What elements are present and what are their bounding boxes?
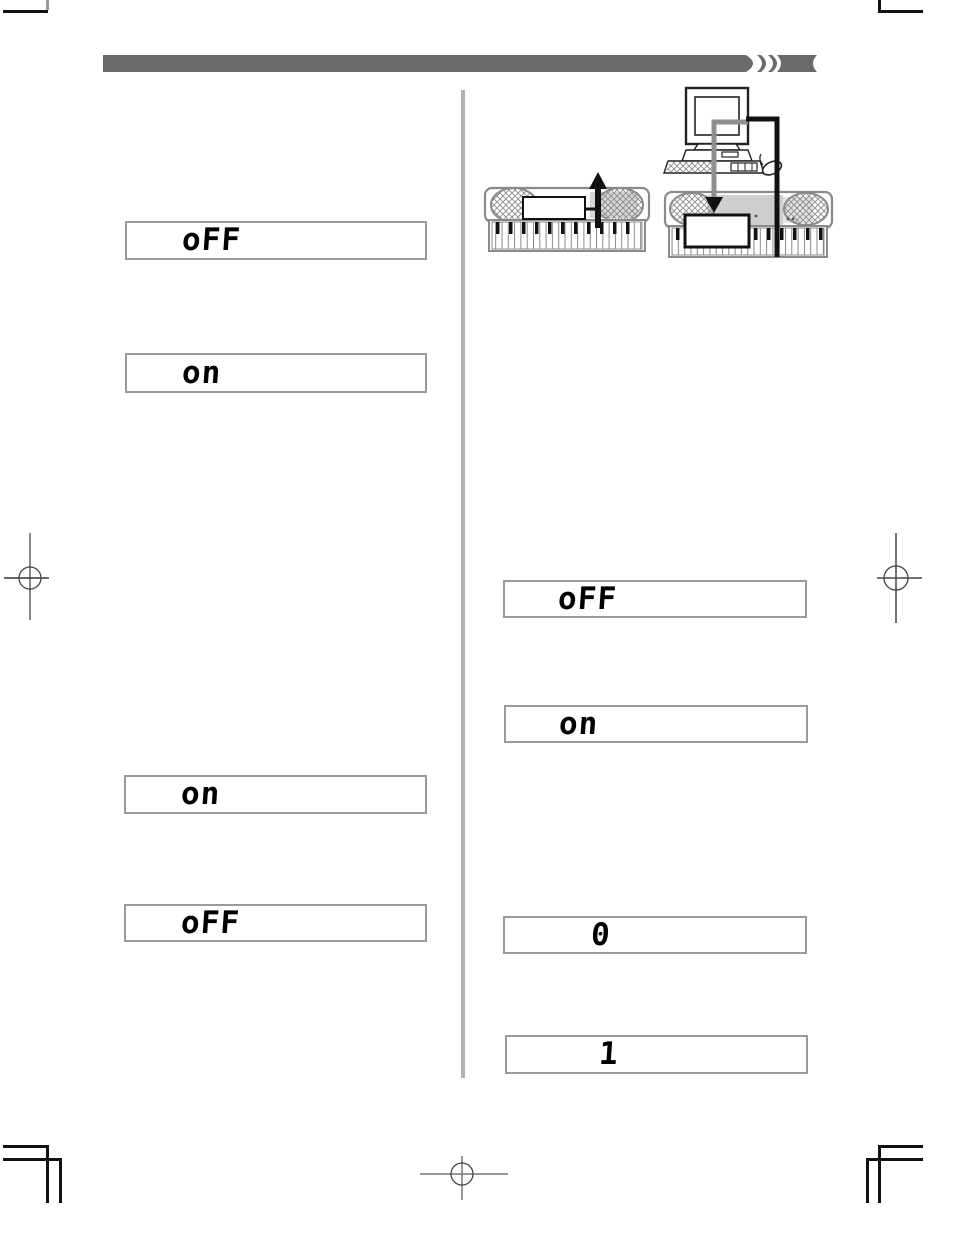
lcd-display: 0 bbox=[503, 916, 807, 954]
gray-cable-icon bbox=[705, 119, 748, 213]
lcd-value: on bbox=[179, 776, 222, 812]
header-bar bbox=[103, 55, 753, 72]
down-arrow-icon bbox=[705, 197, 723, 213]
crop-mark-bottom-right-h2 bbox=[866, 1158, 923, 1161]
registration-target-bottom bbox=[420, 1156, 508, 1200]
lcd-display: on bbox=[504, 705, 808, 743]
section-header-bar bbox=[103, 55, 817, 72]
column-divider bbox=[461, 90, 465, 1078]
keyboard-receive-icon bbox=[663, 190, 834, 258]
lcd-value: on bbox=[557, 705, 600, 742]
black-cable-icon bbox=[746, 116, 780, 257]
lcd-display: oFF bbox=[125, 221, 427, 260]
midi-connection-illustration bbox=[483, 86, 834, 258]
lcd-display: 1 bbox=[505, 1035, 808, 1074]
crop-mark-top-left-v bbox=[46, 0, 49, 10]
crop-mark-bottom-left-v2 bbox=[59, 1158, 62, 1203]
lcd-display: on bbox=[125, 353, 427, 393]
lcd-value: 0 bbox=[589, 916, 612, 953]
lcd-display: oFF bbox=[124, 904, 427, 942]
registration-target-right bbox=[877, 533, 922, 623]
lcd-value: oFF bbox=[556, 580, 619, 617]
header-chevron-2 bbox=[768, 55, 777, 72]
crop-mark-top-right-v bbox=[878, 0, 881, 12]
lcd-value: on bbox=[180, 354, 223, 391]
lcd-value: 1 bbox=[597, 1036, 620, 1072]
crop-mark-bottom-right-v1 bbox=[878, 1145, 881, 1203]
crop-mark-bottom-left-h2 bbox=[3, 1158, 62, 1161]
up-arrow-icon bbox=[585, 172, 607, 228]
crop-mark-bottom-right-v2 bbox=[866, 1158, 869, 1203]
crop-mark-bottom-left-h1 bbox=[3, 1145, 49, 1148]
crop-mark-bottom-right-h1 bbox=[878, 1145, 923, 1148]
registration-target-left bbox=[4, 533, 49, 620]
crop-mark-top-left-h bbox=[3, 10, 48, 13]
header-chevron-1 bbox=[757, 55, 766, 72]
computer-icon bbox=[663, 86, 783, 176]
lcd-value: oFF bbox=[180, 222, 243, 258]
lcd-display: on bbox=[124, 775, 427, 814]
lcd-value: oFF bbox=[179, 904, 242, 941]
keyboard-send-icon bbox=[483, 172, 651, 252]
crop-mark-top-right-h bbox=[878, 10, 923, 13]
crop-mark-bottom-left-v1 bbox=[46, 1145, 49, 1203]
lcd-display: oFF bbox=[503, 580, 807, 618]
header-end-block bbox=[777, 55, 817, 72]
